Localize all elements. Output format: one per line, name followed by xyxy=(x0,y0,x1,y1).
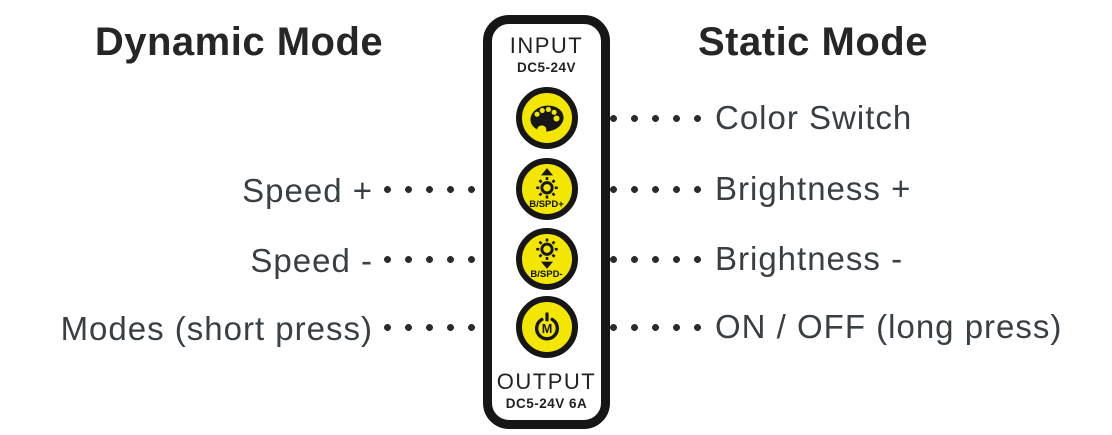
dotted-connector xyxy=(384,185,476,193)
color-switch-button[interactable] xyxy=(515,87,578,149)
output-spec: DC5-24V 6A xyxy=(505,396,588,411)
sun-down-arrow-icon xyxy=(535,238,559,270)
output-label: OUTPUT xyxy=(496,369,597,394)
brightness-speed-plus-button[interactable]: B/SPD+ xyxy=(515,158,578,220)
label-brightness-plus: Brightness + xyxy=(715,170,912,207)
input-spec: DC5-24V xyxy=(516,60,577,75)
label-on-off-long-press: ON / OFF (long press) xyxy=(715,308,1063,345)
led-controller-body: INPUT DC5-24V xyxy=(483,15,610,429)
static-mode-heading: Static Mode xyxy=(698,20,928,64)
label-speed-plus: Speed + xyxy=(242,172,373,209)
label-modes-short-press: Modes (short press) xyxy=(60,310,373,347)
label-color-switch: Color Switch xyxy=(715,99,913,136)
sun-up-arrow-icon xyxy=(535,168,559,199)
dotted-connector xyxy=(610,185,702,193)
brightness-speed-minus-button[interactable]: B/SPD- xyxy=(515,228,578,290)
dynamic-mode-heading: Dynamic Mode xyxy=(94,20,384,64)
power-mode-button[interactable]: M xyxy=(515,296,578,358)
output-port-labels: OUTPUT DC5-24V 6A xyxy=(492,369,601,411)
input-label: INPUT xyxy=(509,33,584,58)
label-speed-minus: Speed - xyxy=(250,242,373,279)
power-m-icon: M xyxy=(530,311,564,343)
label-brightness-minus: Brightness - xyxy=(715,240,904,277)
button-label: B/SPD+ xyxy=(529,199,564,211)
palette-icon xyxy=(528,103,566,134)
dotted-connector xyxy=(384,255,476,263)
dotted-connector xyxy=(384,323,476,331)
dotted-connector xyxy=(610,114,702,122)
dotted-connector xyxy=(610,255,702,263)
dotted-connector xyxy=(610,323,702,331)
input-port-labels: INPUT DC5-24V xyxy=(492,33,601,75)
power-button-m-label: M xyxy=(541,322,552,336)
button-label: B/SPD- xyxy=(530,269,563,281)
